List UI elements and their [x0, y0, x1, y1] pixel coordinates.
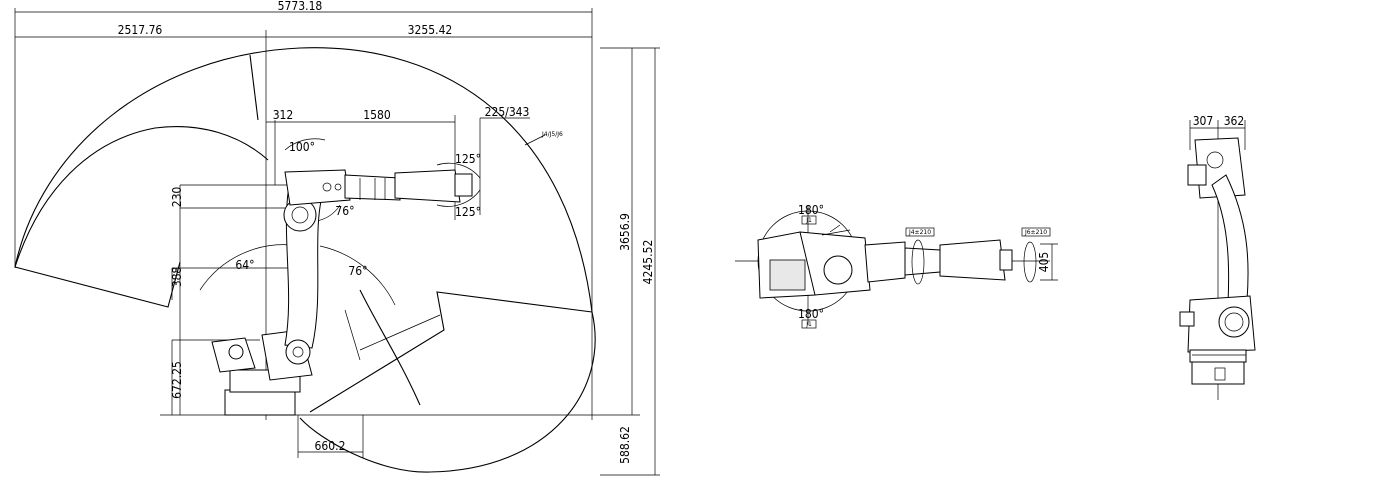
dim-total-height: 4245.52: [641, 240, 655, 285]
side-view: 5773.18 2517.76 3255.42: [14, 0, 660, 476]
front-view: 307 362: [1179, 114, 1256, 400]
robot-side: [211, 169, 473, 416]
dim-shoulder-offset: 312: [273, 108, 294, 122]
dim-envelope-height: 3656.9: [618, 213, 632, 251]
j1-label-top: J1: [805, 217, 812, 224]
dim-below-base: 588.62: [618, 426, 632, 464]
j4-label: J4±210: [908, 229, 931, 236]
dim-upper-height: 230: [170, 187, 184, 208]
angle-76-small: 76°: [335, 204, 354, 218]
front-dim-right: 362: [1224, 114, 1245, 128]
top-dim-405: 405: [1037, 252, 1051, 273]
dim-elbow-drop: 388: [170, 267, 184, 288]
j6-label: J6±210: [1024, 229, 1047, 236]
dim-overall-width: 5773.18: [278, 0, 323, 13]
angle-125-bottom: 125°: [455, 205, 481, 219]
angle-100: 100°: [289, 140, 315, 154]
dim-rear-reach: 2517.76: [118, 23, 163, 37]
j1-label-bottom: J1: [805, 321, 812, 328]
dim-base-width: 660.2: [315, 439, 346, 453]
dim-front-reach: 3255.42: [408, 23, 453, 37]
dim-arm-length: 1580: [363, 108, 391, 122]
robot-front: [1179, 137, 1256, 385]
dim-wrist-length: 225/343: [485, 105, 530, 119]
dim-base-height: 672.25: [170, 361, 184, 399]
top-view: 180° 180° J1 J1 J4±210 J6±210 405: [735, 203, 1058, 329]
robot-top: [757, 224, 1037, 299]
top-angle-180-bottom: 180°: [798, 307, 824, 321]
angle-76-large: 76°: [348, 264, 367, 278]
top-angle-180-top: 180°: [798, 203, 824, 217]
angle-64: 64°: [235, 258, 254, 272]
front-dim-left: 307: [1193, 114, 1214, 128]
angle-125-top: 125°: [455, 152, 481, 166]
point-label: J4/J5/J6: [541, 131, 563, 138]
